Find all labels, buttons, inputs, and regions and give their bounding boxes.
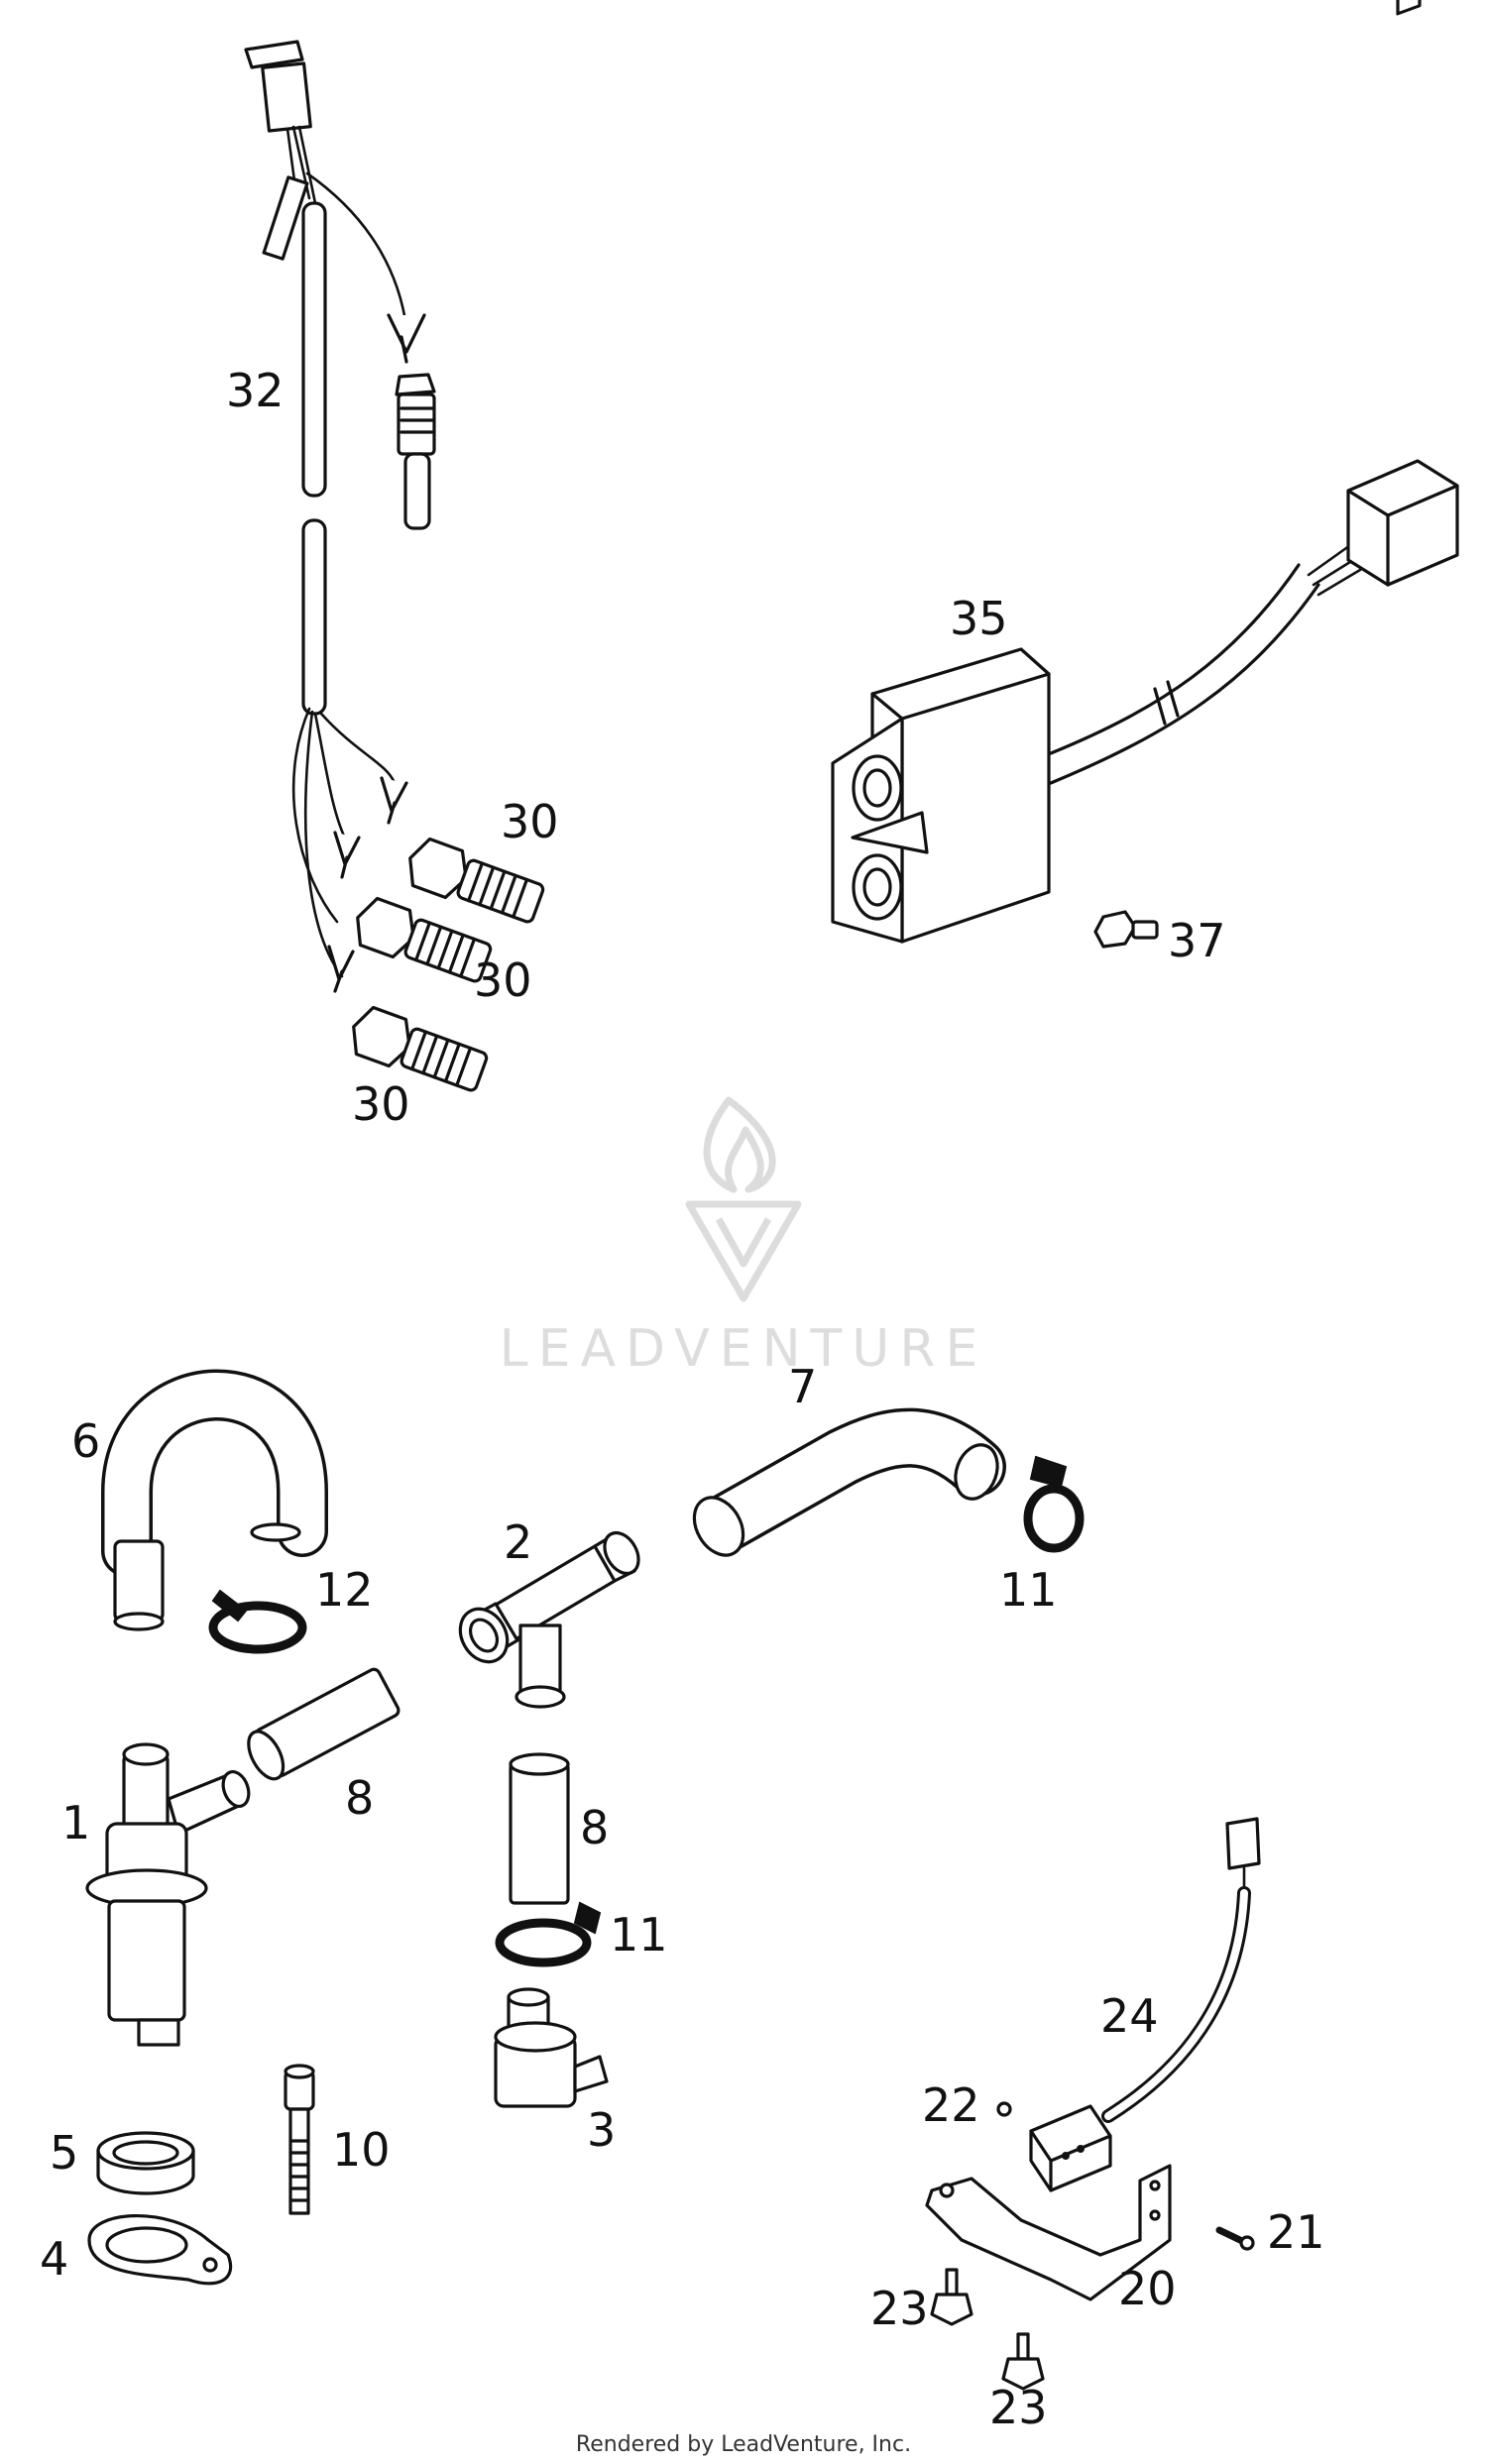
callout-5: 5 [50,2126,78,2180]
callout-22: 22 [922,2078,980,2132]
part-8-hose-angled [247,1667,400,1781]
callout-21: 21 [1267,2205,1325,2259]
part-23-screw-lower [1001,2332,1045,2391]
callout-11-upper: 11 [999,1563,1058,1617]
callout-20: 20 [1118,2262,1177,2315]
callout-10: 10 [332,2123,391,2177]
part-35-control-unit [831,0,1459,944]
callout-6: 6 [71,1414,100,1468]
callout-3: 3 [587,2103,616,2157]
callout-30-top: 30 [501,795,559,848]
callout-30-bottom: 30 [352,1077,410,1131]
part-6-u-hose [101,1369,328,1631]
part-7-bent-hose [692,1407,1006,1557]
temperature-sensor [395,373,436,530]
callout-2: 2 [504,1515,532,1569]
part-24-switch-cable [1029,1817,1261,2192]
callout-30-middle: 30 [474,953,532,1007]
part-20-bracket [925,2164,1172,2301]
callout-11-lower: 11 [610,1908,668,1961]
watermark-flame-icon [703,1096,776,1193]
part-37-screw [1093,910,1159,949]
part-30-sensor-middle [356,896,493,983]
callout-8-vertical: 8 [580,1801,609,1854]
callout-23-lower: 23 [989,2381,1048,2434]
callout-32: 32 [226,364,285,417]
part-5-seal-ring [96,2131,195,2195]
part-30-sensor-top [408,837,545,924]
callout-12: 12 [315,1563,374,1617]
part-2-t-fitting [458,1530,640,1709]
part-10-bolt [284,2064,315,2215]
part-4-flange-gasket [87,2214,233,2286]
part-12-hose-clamp [208,1589,307,1654]
callout-1: 1 [61,1796,90,1849]
watermark-v-icon [685,1200,802,1302]
callout-24: 24 [1100,1989,1159,2043]
callout-23-upper: 23 [870,2282,929,2335]
callout-8-angled: 8 [345,1771,374,1825]
part-8-hose-vertical [509,1752,570,1905]
callout-7: 7 [788,1360,817,1413]
part-30-sensor-bottom [352,1005,489,1092]
callout-35: 35 [950,592,1008,645]
part-23-screw-upper [930,2268,973,2326]
part-22-small-nut [996,2101,1012,2117]
callout-37: 37 [1168,914,1226,967]
part-3-elbow-fitting [494,1987,609,2108]
part-32-wiring-harness [244,40,436,993]
part-11-hose-clamp-upper [1023,1455,1085,1553]
part-11-hose-clamp-lower [495,1901,602,1967]
watermark-brand-text: LEADVENTURE [500,1319,988,1379]
part-1-valve [85,1742,251,2047]
footer-credit: Rendered by LeadVenture, Inc. [576,2432,911,2457]
leadventure-watermark: LEADVENTURE [500,1096,988,1379]
part-21-screw [1215,2226,1255,2251]
callout-4: 4 [40,2232,68,2286]
